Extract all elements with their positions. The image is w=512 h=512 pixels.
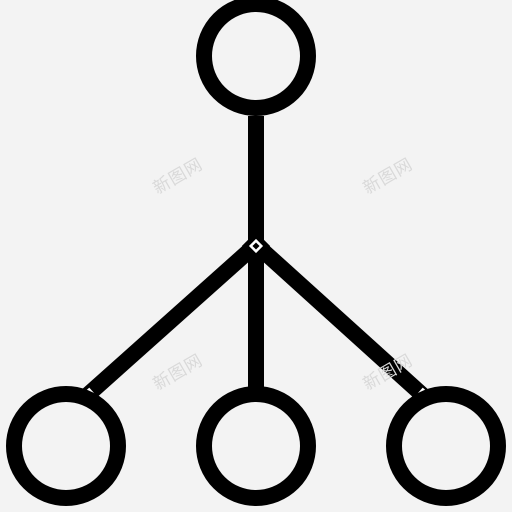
node-top <box>196 0 316 116</box>
node-bottom-center <box>196 386 316 506</box>
node-bottom-right <box>386 386 506 506</box>
node-bottom-left <box>6 386 126 506</box>
connector-left <box>76 244 256 406</box>
connector-right <box>256 244 434 406</box>
nodes <box>6 0 506 506</box>
connector-lines <box>76 104 434 406</box>
